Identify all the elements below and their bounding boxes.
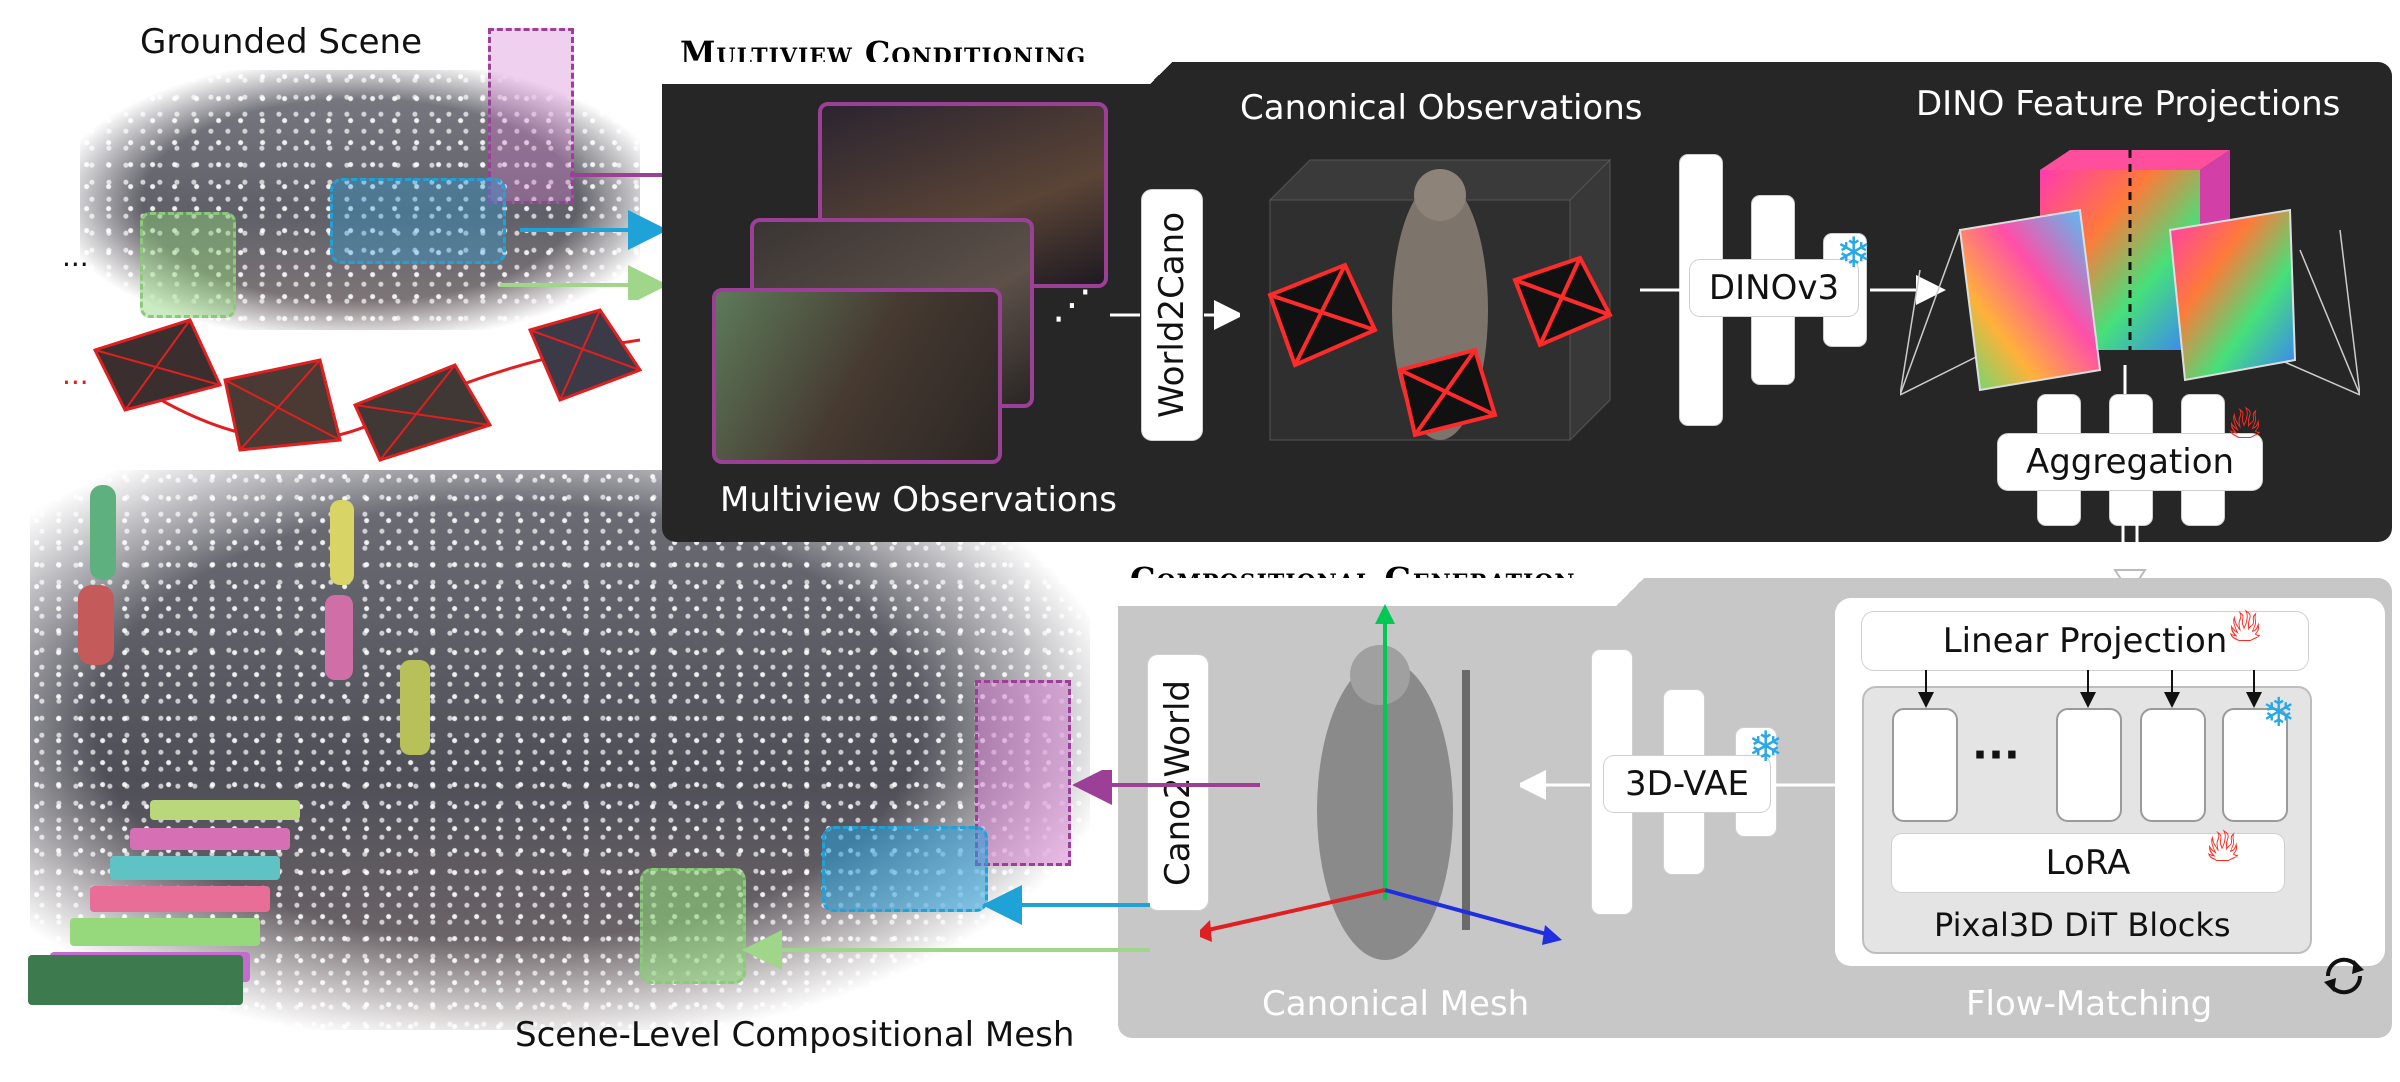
- scene-mesh-caption: Scene-Level Compositional Mesh: [515, 1015, 1075, 1055]
- mesh-statue-head: [1350, 645, 1410, 705]
- purple-mesh-box: [975, 680, 1071, 866]
- camera-frame-2: [223, 358, 342, 452]
- scene-to-multiview-arrows: [500, 173, 670, 300]
- aggregation-flame-icon: 🔥︎: [2228, 395, 2262, 449]
- lora-flame-icon: 🔥︎: [2206, 818, 2240, 872]
- camera-frame-1: [92, 318, 223, 412]
- olive-statue-object: [400, 660, 430, 755]
- canonical-mesh-label: Canonical Mesh: [1262, 984, 1530, 1024]
- linear-projection-module: Linear Projection: [1862, 612, 2308, 670]
- observation-frame-front: [712, 288, 1002, 464]
- dit-blocks-label: Pixal3D DiT Blocks: [1934, 906, 2231, 944]
- compositional-tab-slope: [1610, 578, 1650, 606]
- multiview-tab-cap: [662, 84, 1162, 88]
- cano2world-output-arrows: [742, 770, 1260, 970]
- canonical-observations-label: Canonical Observations: [1240, 88, 1643, 128]
- blue-object-box: [330, 178, 506, 264]
- ellipsis-red: ...: [62, 358, 89, 391]
- pink-statue-object: [325, 595, 353, 680]
- dino-label: DINOv3: [1708, 268, 1840, 308]
- canonical-camera-frames: [1267, 255, 1613, 438]
- purple-object-box: [488, 28, 574, 204]
- dino-snowflake-icon: ❄: [1836, 228, 1872, 277]
- feature-cube-top: [2040, 150, 2230, 170]
- dit-block-dots: ···: [1972, 730, 2020, 779]
- mesh-axis-x-arrow: [1200, 920, 1212, 942]
- multiview-observations-label: Multiview Observations: [720, 480, 1117, 520]
- camera-frame-3: [352, 363, 493, 462]
- dino-arrows: [1640, 275, 1946, 305]
- red-statue-object: [78, 585, 114, 665]
- feature-plane-right: [2168, 208, 2297, 382]
- vae-arrows: [1520, 770, 1840, 800]
- linear-projection-flame-icon: 🔥︎: [2228, 598, 2262, 652]
- linear-projection-label: Linear Projection: [1942, 621, 2228, 661]
- green-object-box: [140, 212, 236, 318]
- multiview-tab-slope: [1140, 62, 1180, 86]
- dit-block-4: [2222, 708, 2288, 822]
- mesh-axis-y-arrow: [1375, 604, 1395, 624]
- vae-module: 3D-VAE: [1604, 756, 1770, 812]
- canonical-cube: [1267, 158, 1613, 442]
- vae-label: 3D-VAE: [1625, 764, 1749, 804]
- compositional-tab-cut: [1118, 578, 1618, 606]
- feature-projections-label: DINO Feature Projections: [1916, 84, 2341, 124]
- camera-trajectory: [92, 308, 643, 462]
- projection-to-blocks-arrows: [1918, 670, 2262, 708]
- dit-block-3: [2140, 708, 2206, 822]
- grounded-scene-label: Grounded Scene: [140, 22, 423, 62]
- dit-block-2: [2056, 708, 2122, 822]
- cano2world-module: Cano2World: [1148, 655, 1208, 910]
- observation-dots: ⋰: [1052, 282, 1092, 328]
- canonical-mesh: [1200, 604, 1562, 960]
- aggregation-label: Aggregation: [2025, 442, 2235, 482]
- flow-matching-label: Flow-Matching: [1966, 984, 2213, 1024]
- world2cano-arrows: [1110, 300, 1240, 330]
- feature-plane-left: [1958, 208, 2102, 392]
- vae-snowflake-icon: ❄: [1748, 722, 1784, 771]
- camera-frame-4: [527, 308, 643, 402]
- feature-projection-cube: [1900, 150, 2360, 396]
- dino-module: DINOv3: [1690, 260, 1858, 316]
- mesh-axis-z-arrow: [1542, 925, 1562, 945]
- green-statue-object: [90, 485, 116, 580]
- blue-mesh-box: [822, 826, 988, 912]
- lora-module: LoRA: [1892, 834, 2284, 892]
- dit-block-snowflake-icon: ❄: [2262, 690, 2296, 736]
- cycle-icon: [2324, 957, 2364, 995]
- green-mesh-box: [640, 868, 746, 984]
- world2cano-module: World2Cano: [1142, 190, 1202, 440]
- yellow-statue-object: [330, 500, 354, 585]
- multiview-tab-cut: [662, 62, 1162, 86]
- dark-green-bench: [28, 955, 243, 1005]
- aggregation-module: Aggregation: [1998, 434, 2262, 490]
- ellipsis-top: ...: [62, 240, 89, 273]
- dit-block-1: [1892, 708, 1958, 822]
- lora-label: LoRA: [2045, 843, 2131, 883]
